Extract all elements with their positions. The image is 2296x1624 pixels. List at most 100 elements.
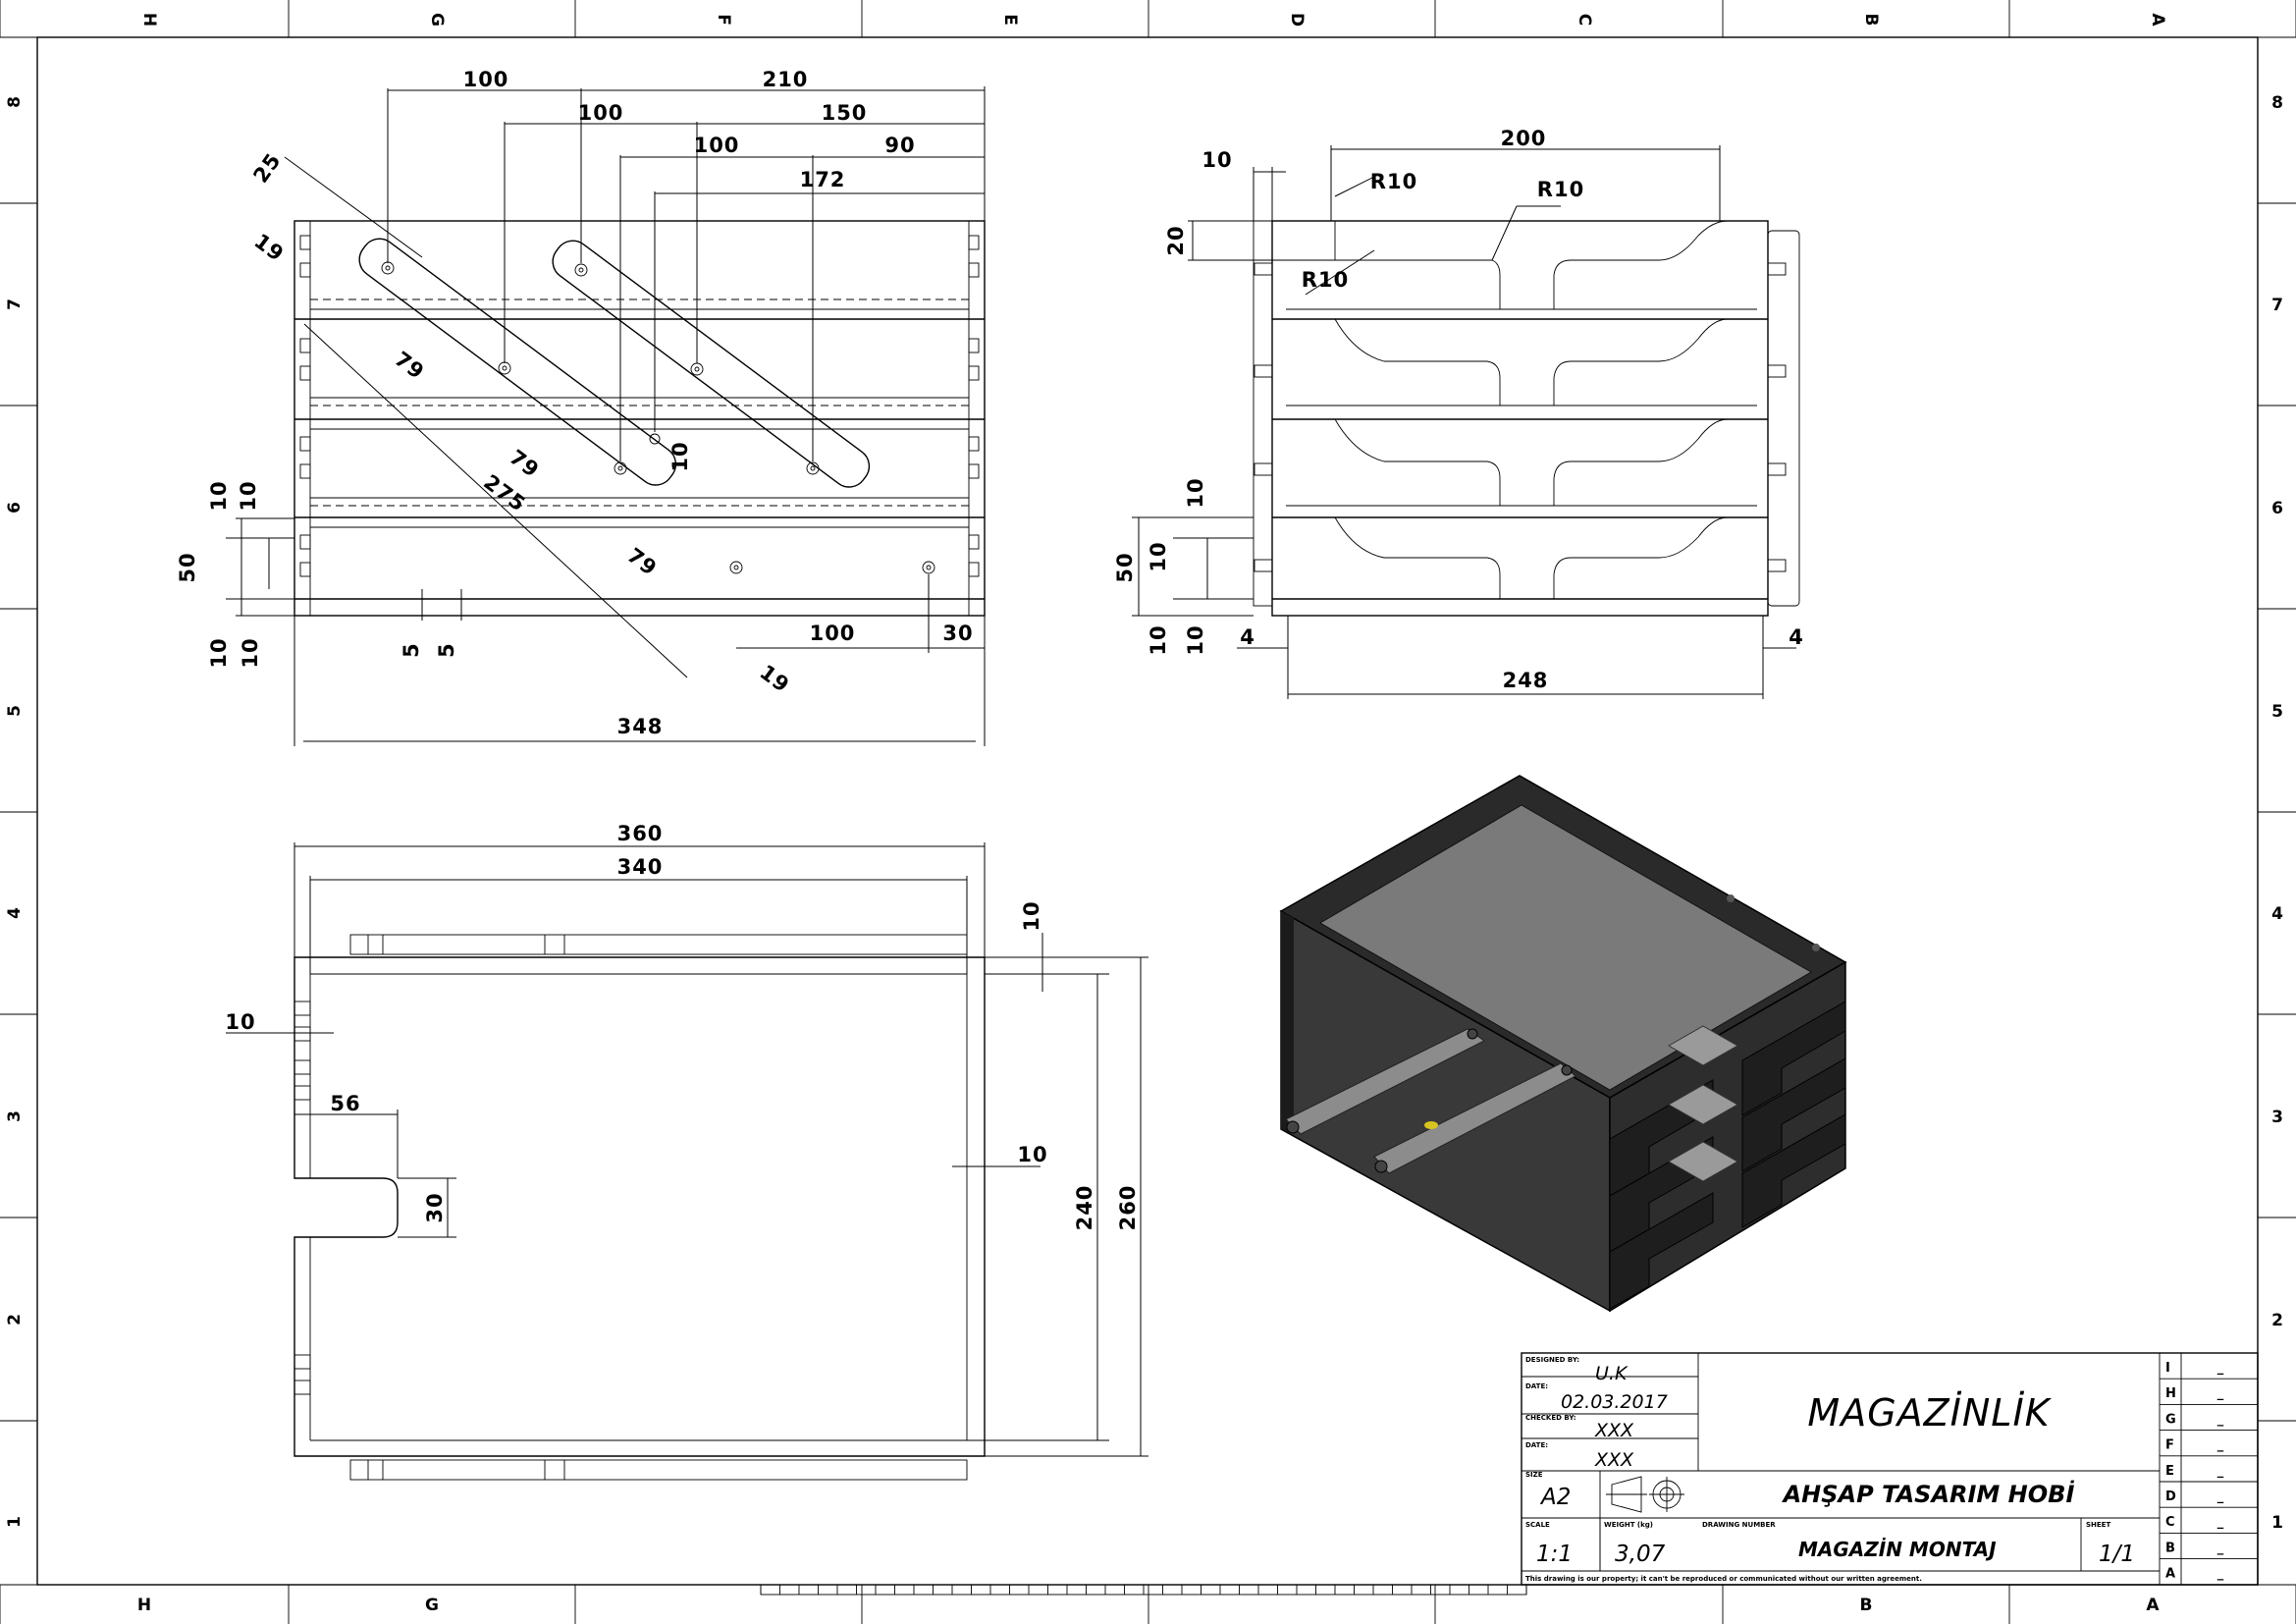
zone-label-top: B bbox=[1861, 14, 1881, 27]
zone-label-right: 3 bbox=[2271, 1108, 2283, 1127]
top-view-dimension: 150 bbox=[822, 101, 868, 125]
front-view-dimension: 360 bbox=[617, 822, 664, 845]
side-view-dimension: 4 bbox=[1240, 625, 1255, 649]
revision-letter: I bbox=[2165, 1361, 2170, 1376]
top-view-dimension: 10 bbox=[239, 637, 262, 668]
side-view-dimension: 248 bbox=[1503, 669, 1549, 692]
checked-by-value: XXX bbox=[1594, 1420, 1634, 1441]
zone-label-left: 8 bbox=[5, 96, 25, 108]
side-view-dimension: 200 bbox=[1501, 127, 1547, 150]
top-view-dimension: 30 bbox=[942, 622, 973, 645]
company-name: AHŞAP TASARIM HOBİ bbox=[1782, 1480, 2075, 1508]
zone-label-bottom: G bbox=[425, 1596, 439, 1615]
top-view-dimension: 100 bbox=[578, 101, 624, 125]
zone-label-left: 2 bbox=[5, 1314, 25, 1326]
revision-value: _ bbox=[2217, 1386, 2224, 1401]
zone-label-left: 1 bbox=[5, 1516, 25, 1528]
revision-value: _ bbox=[2217, 1567, 2224, 1582]
top-view-dimension: 90 bbox=[884, 134, 915, 157]
top-view-dimension: 50 bbox=[176, 552, 199, 582]
date2-label: DATE: bbox=[1525, 1441, 1548, 1449]
side-view-dimension: 50 bbox=[1113, 552, 1137, 582]
zone-label-right: 8 bbox=[2271, 93, 2283, 113]
date-value: 02.03.2017 bbox=[1561, 1391, 1668, 1413]
front-view-dimension: 10 bbox=[1020, 900, 1043, 931]
drawing-number-label: DRAWING NUMBER bbox=[1702, 1521, 1776, 1529]
zone-label-top: A bbox=[2148, 13, 2167, 27]
top-view-dimension: 100 bbox=[694, 134, 740, 157]
top-view-dimension: 10 bbox=[237, 480, 260, 511]
date-label: DATE: bbox=[1525, 1382, 1548, 1390]
designed-by-label: DESIGNED BY: bbox=[1525, 1356, 1579, 1364]
top-view-dimension: 210 bbox=[763, 68, 809, 91]
revision-value: _ bbox=[2217, 1464, 2224, 1479]
zone-label-bottom: H bbox=[137, 1596, 151, 1615]
front-view-dimension: 30 bbox=[423, 1192, 447, 1222]
top-view-dimension: 172 bbox=[800, 168, 846, 191]
top-view-dimension: 10 bbox=[207, 480, 231, 511]
front-view-dimension: 340 bbox=[617, 855, 664, 879]
side-view-dimension: 10 bbox=[1201, 148, 1232, 172]
top-view-dimension: 100 bbox=[463, 68, 509, 91]
ownership-note: This drawing is our property; it can't b… bbox=[1525, 1575, 1922, 1583]
front-view bbox=[226, 842, 1148, 1481]
drawing-title: MAGAZİNLİK bbox=[1807, 1391, 2052, 1435]
scale-value: 1:1 bbox=[1536, 1542, 1573, 1567]
side-view-dimension: 20 bbox=[1164, 225, 1188, 255]
side-view-dimension: R10 bbox=[1370, 170, 1417, 193]
top-view-dimension: 348 bbox=[617, 715, 664, 738]
revision-letter: H bbox=[2165, 1386, 2176, 1401]
zone-label-bottom: A bbox=[2146, 1596, 2160, 1615]
title-block: DESIGNED BY: U.K DATE: 02.03.2017 CHECKE… bbox=[1521, 1352, 2259, 1586]
revision-letter: B bbox=[2165, 1541, 2175, 1555]
top-view-dimension: 10 bbox=[207, 637, 231, 668]
date2-value: XXX bbox=[1594, 1449, 1634, 1471]
zone-label-left: 3 bbox=[5, 1110, 25, 1122]
top-view bbox=[226, 86, 986, 746]
top-view-dimension: 5 bbox=[400, 642, 423, 658]
zone-label-top: F bbox=[714, 14, 733, 26]
zone-label-top: C bbox=[1575, 14, 1594, 26]
zone-label-left: 4 bbox=[5, 907, 25, 919]
bottom-ruler bbox=[760, 1584, 1527, 1596]
sheet-value: 1/1 bbox=[2099, 1542, 2135, 1567]
revision-letter: E bbox=[2165, 1464, 2174, 1479]
projection-symbol-icon bbox=[1606, 1476, 1684, 1513]
drawing-number-value: MAGAZİN MONTAJ bbox=[1798, 1538, 1997, 1561]
revision-letter: C bbox=[2165, 1515, 2175, 1530]
zone-label-right: 2 bbox=[2271, 1311, 2283, 1330]
side-view-dimension: R10 bbox=[1537, 178, 1584, 201]
zone-label-left: 6 bbox=[5, 502, 25, 514]
zone-label-right: 6 bbox=[2271, 499, 2283, 518]
zone-label-left: 7 bbox=[5, 298, 25, 310]
revision-letter: F bbox=[2165, 1438, 2174, 1453]
scale-label: SCALE bbox=[1525, 1521, 1550, 1529]
zone-label-right: 4 bbox=[2271, 904, 2283, 924]
size-value: A2 bbox=[1539, 1485, 1571, 1510]
isometric-view bbox=[1279, 775, 1847, 1313]
sheet-label: SHEET bbox=[2086, 1521, 2110, 1529]
top-view-dimension: 10 bbox=[668, 441, 692, 471]
zone-label-right: 7 bbox=[2271, 296, 2283, 315]
zone-label-top: G bbox=[427, 13, 447, 27]
side-view bbox=[1132, 145, 1800, 699]
top-view-dimension: 100 bbox=[810, 622, 856, 645]
zone-label-top: H bbox=[139, 13, 159, 27]
size-label: SIZE bbox=[1525, 1471, 1543, 1479]
zone-label-left: 5 bbox=[5, 705, 25, 717]
revision-letter: A bbox=[2165, 1567, 2175, 1582]
front-view-dimension: 56 bbox=[330, 1092, 360, 1115]
revision-value: _ bbox=[2217, 1515, 2224, 1530]
revision-letter: D bbox=[2165, 1489, 2176, 1504]
front-view-dimension: 260 bbox=[1116, 1185, 1140, 1231]
side-view-dimension: 4 bbox=[1789, 625, 1804, 649]
front-view-dimension: 10 bbox=[225, 1010, 255, 1034]
side-view-dimension: 10 bbox=[1147, 541, 1170, 571]
zone-label-right: 5 bbox=[2271, 702, 2283, 722]
designed-by-value: U.K bbox=[1595, 1363, 1629, 1384]
checked-by-label: CHECKED BY: bbox=[1525, 1414, 1576, 1422]
revision-value: _ bbox=[2217, 1489, 2224, 1504]
front-view-dimension: 240 bbox=[1073, 1185, 1096, 1231]
